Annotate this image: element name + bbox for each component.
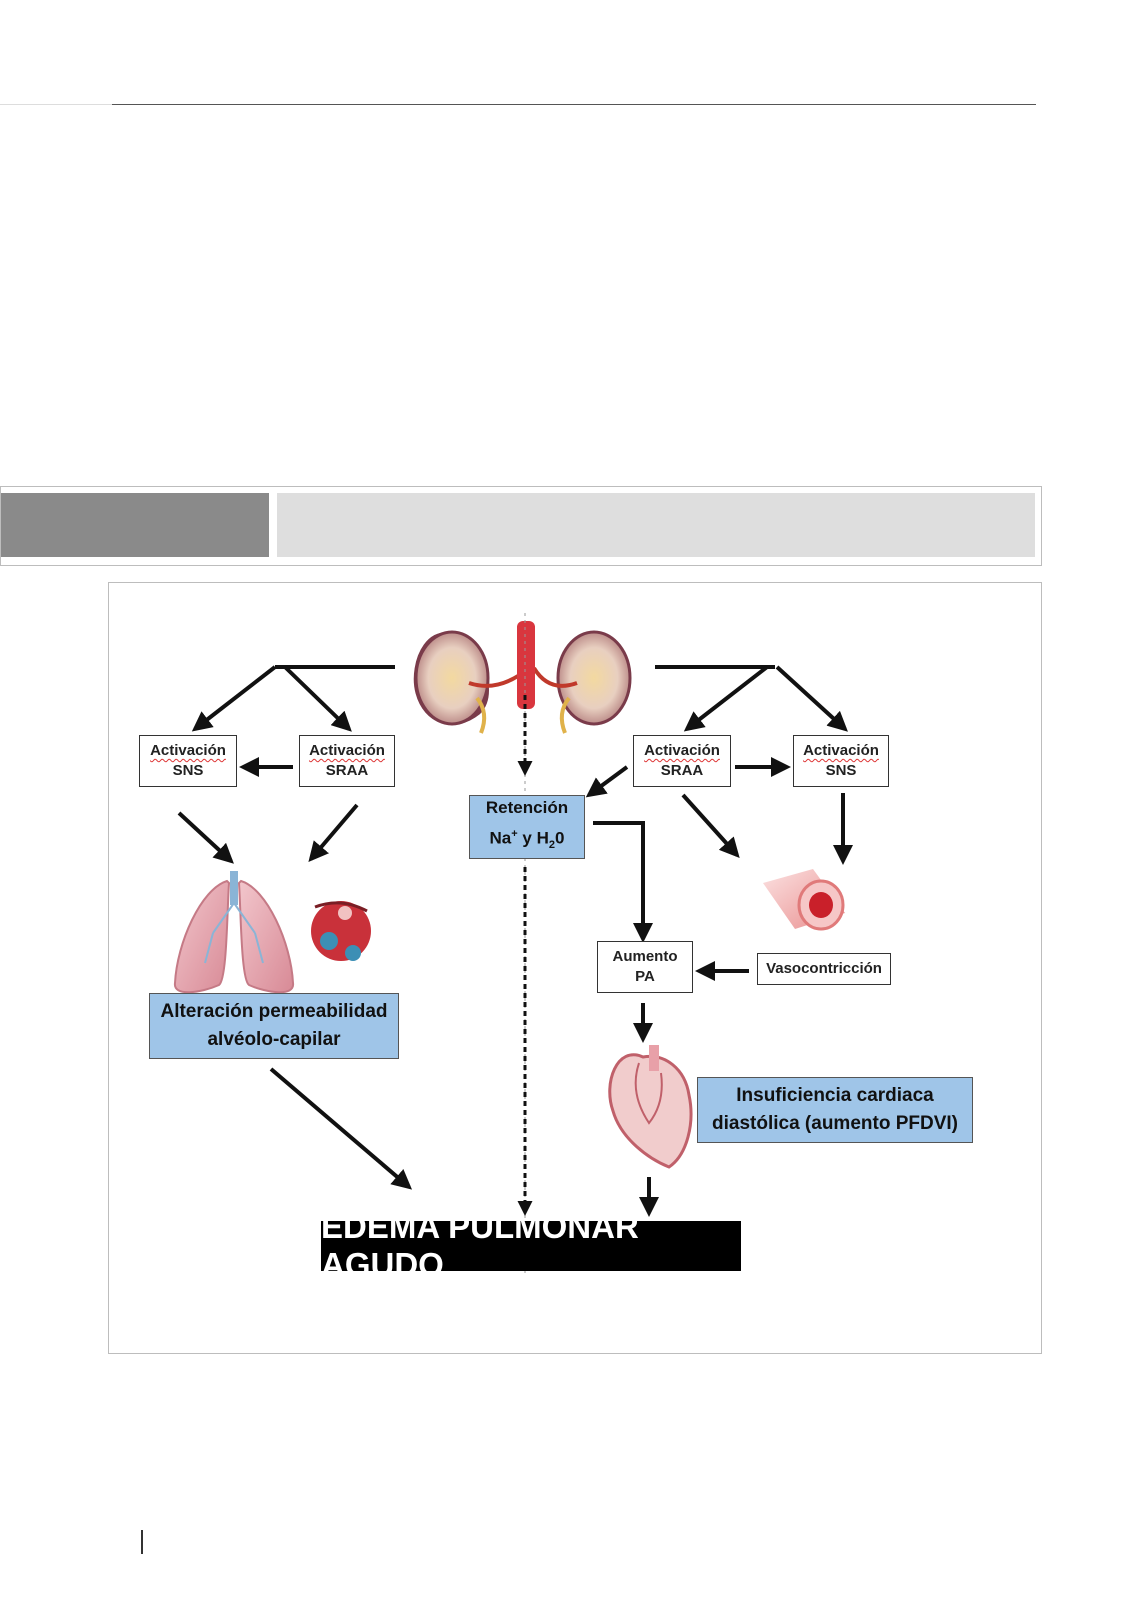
header-rule bbox=[112, 104, 1036, 105]
retention-na-charge: + bbox=[511, 828, 518, 841]
acute-pulmonary-edema-label: EDEMA PULMONAR AGUDO bbox=[321, 1208, 639, 1283]
banner-title-block bbox=[277, 493, 1035, 557]
left-sns-activation-box: Activación SNS bbox=[139, 735, 237, 787]
permeability-line1: Alteración permeabilidad bbox=[160, 1001, 388, 1022]
retention-and-h: y H bbox=[517, 829, 549, 849]
pathophysiology-figure: Activación SNS Activación SRAA Retención… bbox=[108, 582, 1042, 1354]
left-sraa-line1: Activación bbox=[309, 742, 385, 759]
retention-o: 0 bbox=[555, 829, 565, 849]
retention-line1: Retención bbox=[485, 798, 569, 818]
alveoli-icon bbox=[311, 901, 371, 961]
heart-icon bbox=[608, 1045, 693, 1169]
right-sns-activation-box: Activación SNS bbox=[793, 735, 889, 787]
permeability-line2: alvéolo-capilar bbox=[207, 1029, 341, 1050]
heart-failure-line1: Insuficiencia cardiaca bbox=[736, 1085, 934, 1106]
left-sns-line1: Activación bbox=[150, 742, 226, 759]
retention-h-subscript: 2 bbox=[548, 839, 555, 852]
alveolar-capillary-permeability-box: Alteración permeabilidad alvéolo-capilar bbox=[149, 993, 399, 1059]
diastolic-heart-failure-box: Insuficiencia cardiaca diastólica (aumen… bbox=[697, 1077, 973, 1143]
left-sraa-line2: SRAA bbox=[325, 762, 369, 779]
retention-line2: Na+ y H20 bbox=[490, 821, 565, 858]
bp-increase-box: Aumento PA bbox=[597, 941, 693, 993]
right-sns-line1: Activación bbox=[803, 742, 879, 759]
header-rule-left bbox=[0, 104, 112, 105]
acute-pulmonary-edema-box: EDEMA PULMONAR AGUDO bbox=[321, 1208, 741, 1283]
right-sns-line2: SNS bbox=[825, 762, 857, 779]
left-sns-line2: SNS bbox=[172, 762, 204, 779]
blood-vessel-icon bbox=[763, 869, 845, 931]
right-sraa-activation-box: Activación SRAA bbox=[633, 735, 731, 787]
kidneys-icon bbox=[413, 621, 632, 734]
sodium-water-retention-box: Retención Na+ y H20 bbox=[469, 795, 585, 859]
banner-label-block bbox=[1, 493, 269, 557]
left-sraa-activation-box: Activación SRAA bbox=[299, 735, 395, 787]
bp-increase-line2: PA bbox=[635, 968, 655, 985]
section-banner bbox=[0, 486, 1042, 566]
right-sraa-line1: Activación bbox=[644, 742, 720, 759]
vasoconstriction-label: Vasocontricción bbox=[766, 960, 882, 977]
page-number-marker bbox=[141, 1530, 143, 1554]
right-sraa-line2: SRAA bbox=[660, 762, 704, 779]
heart-failure-line2: diastólica (aumento PFDVI) bbox=[712, 1113, 958, 1134]
lungs-icon bbox=[174, 871, 294, 994]
diagram-arrows-layer bbox=[174, 613, 853, 1273]
vasoconstriction-box: Vasocontricción bbox=[757, 953, 891, 985]
retention-na: Na bbox=[489, 829, 512, 849]
bp-increase-line1: Aumento bbox=[612, 948, 678, 965]
